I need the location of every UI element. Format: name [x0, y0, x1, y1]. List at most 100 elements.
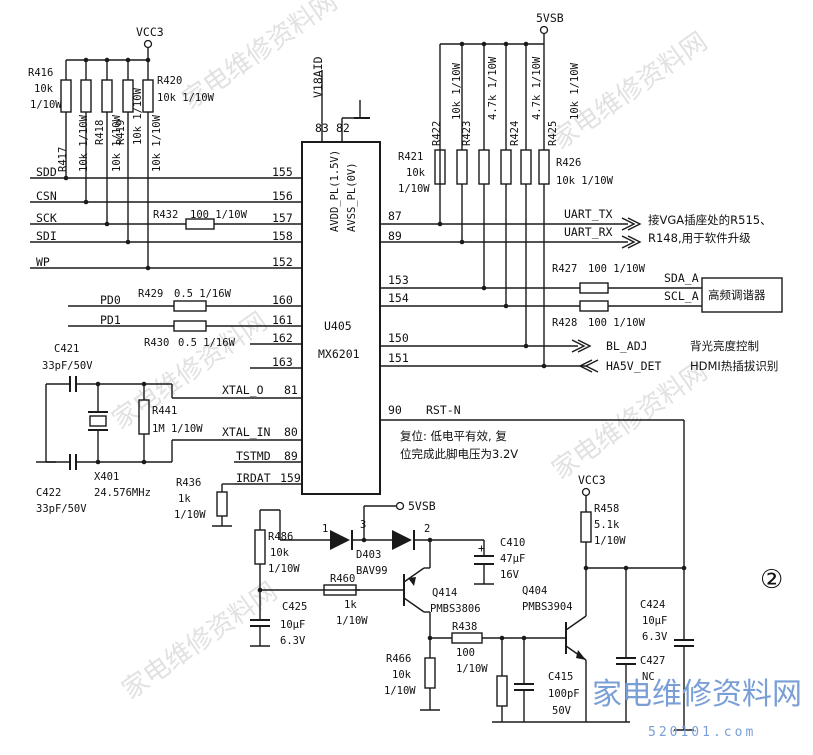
ic-pin-v18aid: V18AID	[311, 56, 325, 98]
svg-text:3: 3	[360, 519, 366, 531]
svg-text:家电维修资料网: 家电维修资料网	[592, 677, 802, 712]
signal-csn: CSN	[36, 189, 57, 203]
svg-text:10k 1/10W: 10k 1/10W	[78, 114, 90, 172]
svg-text:1/10W: 1/10W	[398, 183, 430, 195]
svg-text:Q404: Q404	[522, 585, 547, 597]
svg-text:1/10W: 1/10W	[456, 663, 488, 675]
svg-text:SCL_A: SCL_A	[664, 289, 699, 303]
svg-text:AVDD_PL(1.5V): AVDD_PL(1.5V)	[329, 150, 341, 232]
svg-text:100 1/10W: 100 1/10W	[588, 263, 646, 275]
site-logo: 家电维修资料网 520101.com	[592, 677, 802, 740]
svg-text:6.3V: 6.3V	[642, 631, 668, 643]
svg-text:157: 157	[272, 211, 293, 225]
svg-text:C425: C425	[282, 601, 307, 613]
svg-text:R425: R425	[547, 121, 559, 146]
svg-text:PMBS3806: PMBS3806	[430, 603, 481, 615]
svg-text:NC: NC	[642, 671, 655, 683]
svg-text:C415: C415	[548, 671, 573, 683]
svg-text:155: 155	[272, 165, 293, 179]
svg-text:83: 83	[315, 121, 329, 135]
ic-part: MX6201	[318, 347, 360, 361]
svg-text:RST-N: RST-N	[426, 403, 461, 417]
svg-text:+: +	[478, 541, 485, 555]
svg-text:家电维修资料网: 家电维修资料网	[117, 577, 283, 706]
pullup-bank-5vsb: 5VSB R422 10k 1/10W R423 4.7k 1/10W R424…	[398, 11, 614, 366]
svg-text:R148,用于软件升级: R148,用于软件升级	[648, 231, 751, 245]
svg-text:163: 163	[272, 355, 293, 369]
signal-sdi: SDI	[36, 229, 57, 243]
svg-text:16V: 16V	[500, 569, 520, 581]
svg-text:SDA_A: SDA_A	[664, 271, 699, 285]
svg-text:UART_RX: UART_RX	[564, 225, 613, 239]
svg-text:1/10W: 1/10W	[336, 615, 368, 627]
svg-text:R420: R420	[157, 75, 182, 87]
svg-text:10k 1/10W: 10k 1/10W	[569, 62, 581, 120]
tuner-box	[701, 277, 783, 313]
ic-u405: V18AID 83 82 AVDD_PL(1.5V) AVSS_PL(0V) U…	[301, 56, 381, 495]
svg-text:5.1k: 5.1k	[594, 519, 620, 531]
svg-text:24.576MHz: 24.576MHz	[94, 487, 151, 499]
signal-pd0: PD0	[100, 293, 121, 307]
svg-text:IRDAT: IRDAT	[236, 471, 271, 485]
svg-text:复位: 低电平有效, 复: 复位: 低电平有效, 复	[400, 429, 507, 443]
svg-text:150: 150	[388, 331, 409, 345]
pd-lines: PD0 PD1 R429 0.5 1/16W R430 0.5 1/16W 16…	[68, 288, 302, 369]
svg-text:R423: R423	[461, 121, 473, 146]
svg-text:152: 152	[272, 255, 293, 269]
svg-text:HA5V_DET: HA5V_DET	[606, 359, 661, 373]
svg-text:10k 1/10W: 10k 1/10W	[111, 114, 123, 172]
net-vcc3-label: VCC3	[136, 25, 164, 39]
svg-text:Q414: Q414	[432, 587, 457, 599]
svg-text:XTAL_O: XTAL_O	[222, 383, 264, 397]
svg-text:100pF: 100pF	[548, 688, 580, 700]
svg-text:1/10W: 1/10W	[594, 535, 626, 547]
svg-text:C427: C427	[640, 655, 665, 667]
svg-text:158: 158	[272, 229, 293, 243]
svg-text:5VSB: 5VSB	[536, 11, 564, 25]
right-signals: UART_TX UART_RX 87 89 接VGA插座处的R515、 R148…	[380, 207, 783, 640]
svg-text:1k: 1k	[178, 493, 191, 505]
svg-text:1/10W: 1/10W	[174, 509, 206, 521]
svg-text:162: 162	[272, 331, 293, 345]
svg-text:10μF: 10μF	[642, 615, 667, 627]
resistor-r416	[60, 60, 72, 178]
svg-text:R426: R426	[556, 157, 581, 169]
signal-wp: WP	[36, 255, 50, 269]
svg-text:47μF: 47μF	[500, 553, 525, 565]
svg-text:背光亮度控制: 背光亮度控制	[690, 339, 759, 353]
svg-text:100: 100	[456, 647, 475, 659]
svg-text:R424: R424	[509, 121, 521, 146]
svg-text:HDMI热插拔识别: HDMI热插拔识别	[690, 359, 778, 373]
svg-text:PMBS3904: PMBS3904	[522, 601, 573, 613]
svg-text:C424: C424	[640, 599, 665, 611]
svg-text:153: 153	[388, 273, 409, 287]
spi-bus: SDD CSN SCK SDI WP 155 156 157 158 152 R…	[30, 165, 302, 271]
svg-text:1/10W: 1/10W	[30, 99, 62, 111]
svg-text:VCC3: VCC3	[578, 473, 606, 487]
svg-text:R421: R421	[398, 151, 423, 163]
svg-text:C421: C421	[54, 343, 79, 355]
svg-text:X401: X401	[94, 471, 119, 483]
ic-ref: U405	[324, 319, 352, 333]
svg-text:R436: R436	[176, 477, 201, 489]
svg-text:1M 1/10W: 1M 1/10W	[152, 423, 203, 435]
figure-number: ②	[760, 565, 783, 595]
svg-text:4.7k 1/10W: 4.7k 1/10W	[531, 56, 543, 120]
svg-text:80: 80	[284, 425, 298, 439]
svg-text:154: 154	[388, 291, 409, 305]
svg-text:6.3V: 6.3V	[280, 635, 306, 647]
svg-text:33pF/50V: 33pF/50V	[36, 503, 87, 515]
svg-text:R466: R466	[386, 653, 411, 665]
svg-text:1/10W: 1/10W	[384, 685, 416, 697]
svg-text:160: 160	[272, 293, 293, 307]
svg-text:1: 1	[322, 523, 328, 535]
svg-text:87: 87	[388, 209, 402, 223]
svg-text:高频调谐器: 高频调谐器	[708, 288, 766, 302]
svg-text:R428: R428	[552, 317, 577, 329]
svg-text:R429: R429	[138, 288, 163, 300]
svg-text:R458: R458	[594, 503, 619, 515]
svg-text:10μF: 10μF	[280, 619, 305, 631]
svg-text:89: 89	[284, 449, 298, 463]
svg-text:81: 81	[284, 383, 298, 397]
svg-text:0.5 1/16W: 0.5 1/16W	[178, 337, 236, 349]
